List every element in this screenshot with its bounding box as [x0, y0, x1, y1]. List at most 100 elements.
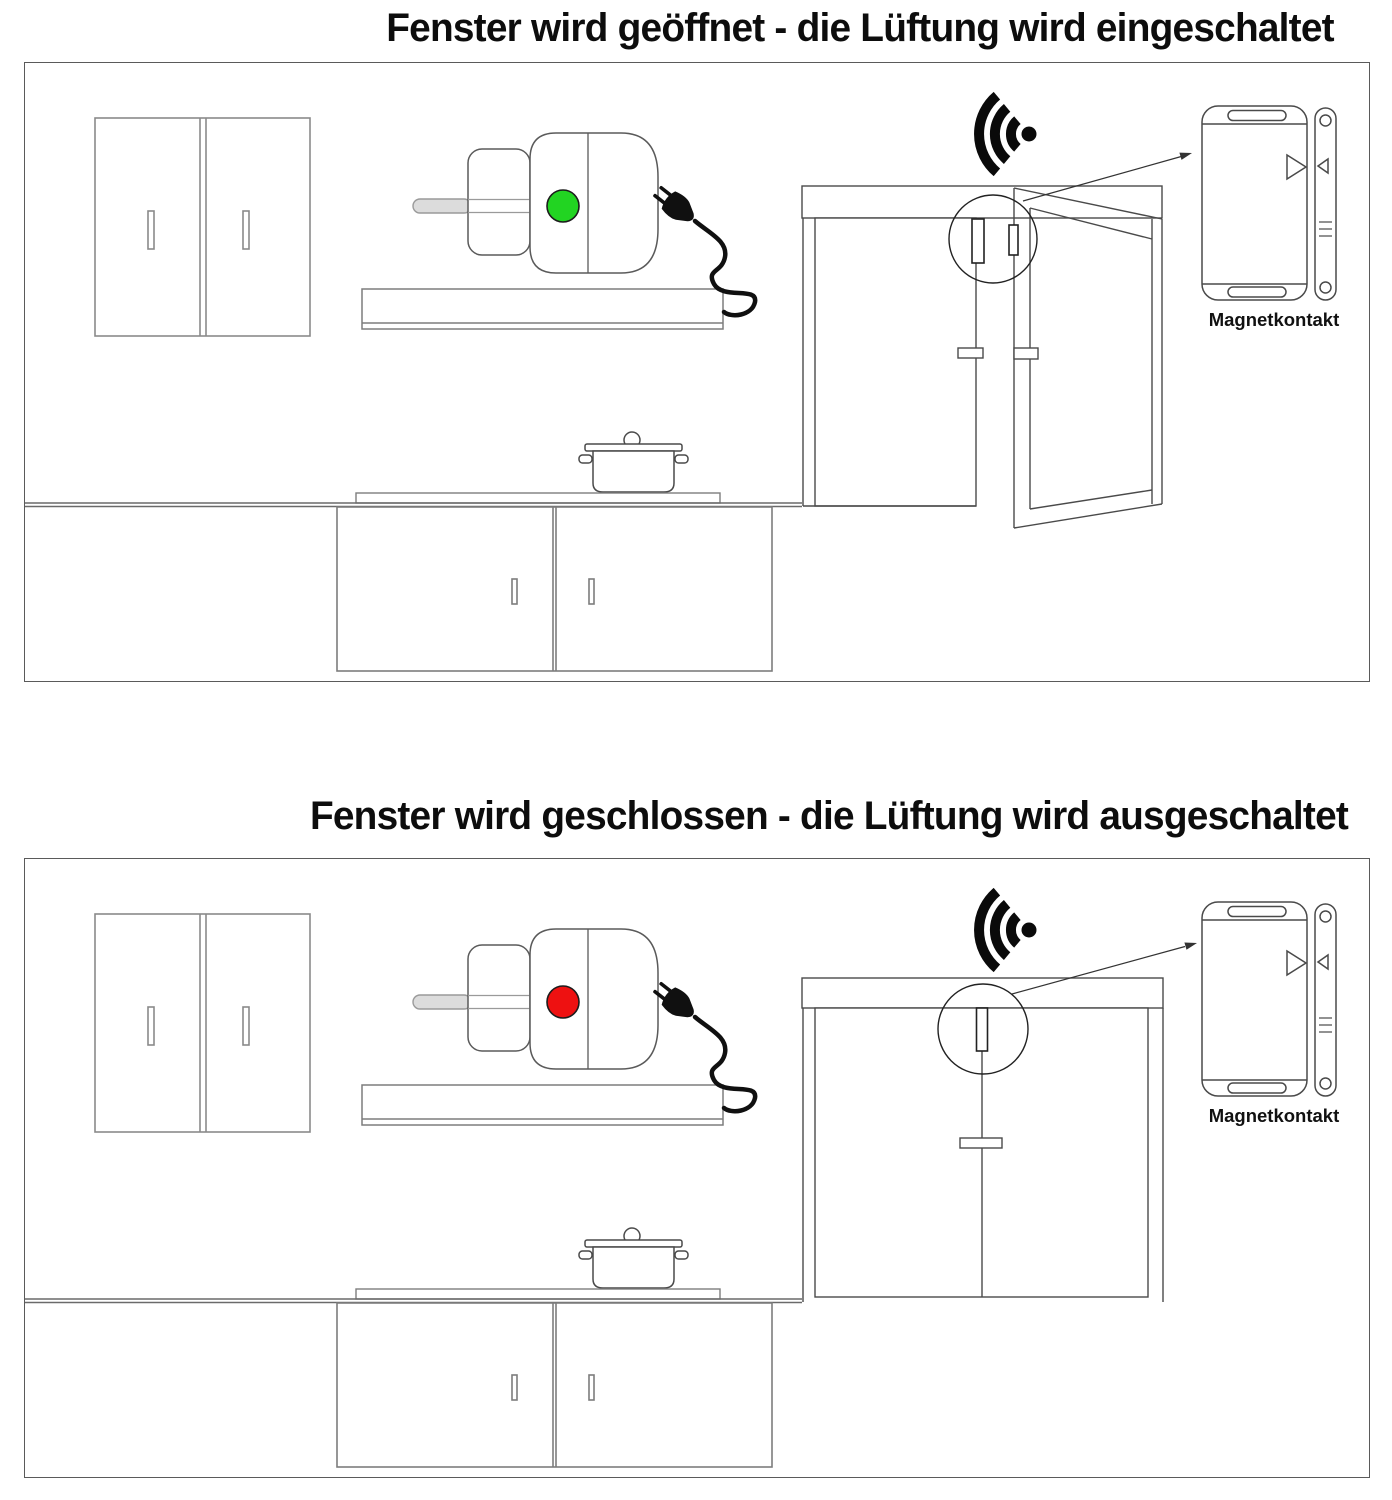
wifi-arc	[974, 91, 1001, 177]
pot-handle	[578, 454, 593, 464]
sensor-highlight-circle	[948, 194, 1038, 284]
magnet-align-triangle	[1316, 157, 1329, 175]
pot-handle	[674, 1250, 689, 1260]
magnetkontakt-label: Magnetkontakt	[1209, 309, 1340, 330]
smart-plug	[412, 928, 659, 1070]
sensor-align-triangle	[1286, 949, 1308, 977]
magnet-bar-ridges	[1319, 1017, 1332, 1033]
wall-cabinet-handle	[242, 210, 250, 250]
wifi-arc	[1006, 912, 1021, 948]
window-sash-left-closed	[814, 217, 977, 507]
power-cord	[692, 1014, 758, 1114]
magnet-align-triangle	[1316, 953, 1329, 971]
open-sash-bottom-edge	[1029, 489, 1153, 510]
power-plug	[653, 185, 694, 222]
open-sash-top-edge	[1029, 207, 1153, 240]
plug-body	[661, 987, 694, 1018]
wall-cabinet-body	[94, 913, 311, 1133]
countertop	[25, 502, 802, 508]
kitchen-scene-window-open: Magnetkontakt	[25, 91, 1340, 672]
plug-status-led	[546, 985, 580, 1019]
window-handle	[957, 347, 984, 359]
wall-cabinet	[94, 913, 311, 1133]
window-sash-right-open	[1013, 187, 1163, 529]
sensor-top-slot	[1227, 109, 1287, 122]
pot-handle	[674, 454, 689, 464]
base-cabinet-handle	[588, 1374, 595, 1401]
magnet-sensor-closed	[975, 1007, 989, 1052]
magnet-bar-ridges	[1319, 221, 1332, 237]
arrow-head	[1179, 152, 1192, 160]
wifi-arc	[989, 104, 1011, 164]
wall-cabinet	[94, 117, 311, 337]
sensor-highlight-circle	[937, 983, 1029, 1075]
wifi-arc	[1006, 116, 1021, 152]
countertop	[25, 1298, 802, 1304]
shelf	[361, 288, 724, 330]
open-sash-bottom-edge	[1013, 503, 1163, 529]
pot-lid	[584, 443, 683, 452]
arrow-to-magnetkontakt	[1011, 942, 1197, 995]
base-cabinet-handle	[588, 578, 595, 605]
base-cabinet-body	[336, 1302, 773, 1468]
magnetkontakt-magnet-bar	[1314, 903, 1337, 1097]
magnetkontakt-sensor-body	[1201, 901, 1308, 1097]
magnet-sensor-window-part	[971, 218, 985, 264]
pot-lid	[584, 1239, 683, 1248]
magnet-bar-screw-hole	[1319, 910, 1332, 923]
wifi-dot	[1021, 126, 1037, 142]
magnetkontakt-label: Magnetkontakt	[1209, 1105, 1340, 1126]
magnetkontakt-device	[1201, 901, 1337, 1097]
window-open	[801, 185, 1163, 529]
sensor-bottom-slot	[1227, 286, 1287, 298]
arrow-line	[1011, 945, 1186, 995]
wifi-signal-icon	[974, 91, 1037, 177]
window-top-frame	[801, 977, 1164, 1009]
sensor-align-triangle	[1286, 153, 1308, 181]
power-plug	[653, 981, 694, 1018]
wifi-arc	[989, 900, 1011, 960]
plug-body	[661, 191, 694, 222]
wall-cabinet-handle	[147, 210, 155, 250]
panel-title-window-closed: Fenster wird geschlossen - die Lüftung w…	[309, 794, 1349, 838]
base-cabinet	[336, 1302, 773, 1468]
magnetkontakt-device	[1201, 105, 1337, 301]
magnetkontakt-magnet-bar	[1314, 107, 1337, 301]
pot-handle	[578, 1250, 593, 1260]
plug-prong	[659, 981, 673, 993]
base-cabinet-handle	[511, 1374, 518, 1401]
panel-window-open: Magnetkontakt	[24, 62, 1370, 682]
cooktop	[355, 1288, 721, 1300]
wifi-signal-icon	[974, 887, 1037, 973]
plug-main-body	[529, 132, 659, 274]
plug-pin	[412, 994, 472, 1010]
magnet-bar-screw-hole	[1319, 1077, 1332, 1090]
cooktop	[355, 492, 721, 504]
plug-prong	[653, 193, 666, 205]
magnetkontakt-sensor-body	[1201, 105, 1308, 301]
pot-body	[592, 450, 675, 493]
plug-rear-block	[467, 148, 531, 256]
plug-prong	[653, 989, 666, 1001]
wifi-dot	[1021, 922, 1037, 938]
kitchen-scene-window-closed: Magnetkontakt	[25, 887, 1340, 1468]
magnet-sensor-magnet-part	[1008, 224, 1019, 256]
panel-window-closed: Magnetkontakt	[24, 858, 1370, 1478]
plug-prong	[659, 185, 673, 197]
window-handle	[1013, 347, 1039, 360]
panel-title-window-open: Fenster wird geöffnet - die Lüftung wird…	[386, 6, 1334, 50]
arrow-line	[1022, 155, 1184, 202]
wall-cabinet-handle	[242, 1006, 250, 1046]
window-handle	[959, 1137, 1003, 1149]
wall-cabinet-handle	[147, 1006, 155, 1046]
base-cabinet-handle	[511, 578, 518, 605]
arrow-head	[1184, 942, 1197, 950]
shelf	[361, 1084, 724, 1126]
sensor-bottom-slot	[1227, 1082, 1287, 1094]
plug-rear-block	[467, 944, 531, 1052]
arrow-to-magnetkontakt	[1022, 152, 1192, 202]
magnet-bar-screw-hole	[1319, 281, 1332, 294]
cooking-pot	[578, 431, 689, 493]
magnet-bar-screw-hole	[1319, 114, 1332, 127]
